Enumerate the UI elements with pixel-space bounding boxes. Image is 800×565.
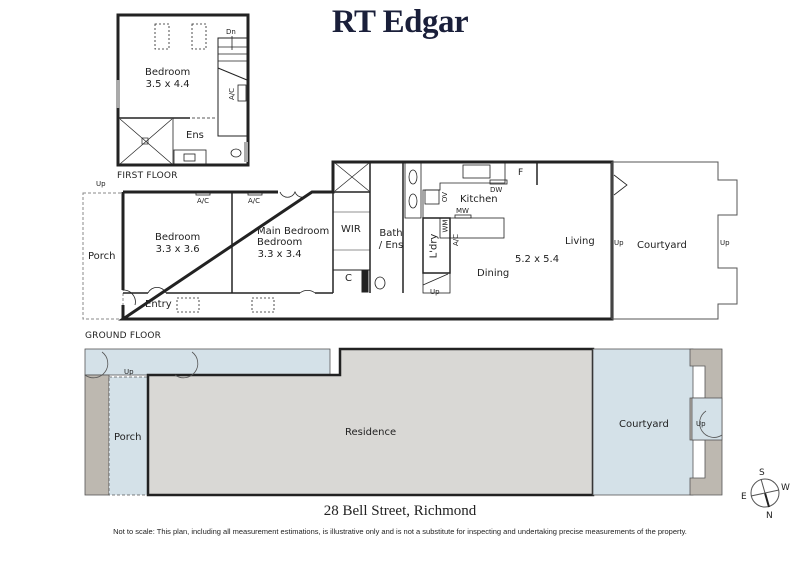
main-bedroom-label: Main Bedroom bbox=[257, 226, 329, 238]
porch-label: Porch bbox=[88, 251, 116, 262]
dw-label: DW bbox=[490, 186, 503, 194]
dining-label: Dining bbox=[477, 268, 510, 279]
laundry-label: L'dry bbox=[428, 233, 440, 259]
living-label: Living bbox=[565, 236, 595, 247]
compass-s: S bbox=[759, 468, 765, 478]
room-name: Main Bedroom bbox=[257, 226, 330, 237]
entry-label: Entry bbox=[145, 299, 172, 310]
mw-label: MW bbox=[456, 207, 469, 215]
gf-courtyard-label: Courtyard bbox=[637, 240, 687, 251]
ff-ac-label: A/C bbox=[228, 87, 237, 101]
ground-floor-caption: GROUND FLOOR bbox=[85, 331, 162, 341]
compass-w: W bbox=[781, 483, 790, 493]
ff-bedroom-label: Bedroom 3.5 x 4.4 bbox=[145, 67, 190, 91]
room-dims: 3.3 x 3.4 bbox=[257, 249, 302, 260]
first-floor-plan bbox=[116, 13, 250, 167]
room-name: Bedroom bbox=[145, 67, 191, 78]
room-dims: 3.3 x 3.6 bbox=[155, 244, 200, 255]
site-residence-label: Residence bbox=[345, 427, 397, 438]
compass-icon bbox=[750, 478, 780, 508]
property-address: 28 Bell Street, Richmond bbox=[323, 503, 477, 519]
disclaimer-text: Not to scale: This plan, including all m… bbox=[113, 527, 687, 536]
bath-ens-label: Bath / Ens bbox=[378, 228, 404, 251]
courtyard-outline bbox=[612, 161, 738, 320]
ac-label-3: A/C bbox=[452, 233, 461, 247]
site-up-courtyard: Up bbox=[696, 420, 706, 428]
ac-label-2: A/C bbox=[248, 197, 261, 205]
up-label-living: Up bbox=[614, 239, 624, 247]
closet-label: C bbox=[345, 273, 352, 284]
up-label-courtyard: Up bbox=[720, 239, 730, 247]
ov-label: OV bbox=[441, 191, 450, 203]
ac-label-1: A/C bbox=[197, 197, 210, 205]
room-dims: 3.5 x 4.4 bbox=[145, 79, 190, 90]
fridge-label: F bbox=[518, 168, 524, 178]
ff-ens-label: Ens bbox=[186, 130, 204, 141]
bedroom-label: Bedroom 3.3 x 3.6 bbox=[155, 232, 200, 256]
up-label-stairs: Up bbox=[430, 288, 440, 296]
living-dims: 5.2 x 5.4 bbox=[515, 254, 560, 265]
wir-label: WIR bbox=[341, 224, 361, 235]
kitchen-label: Kitchen bbox=[460, 194, 498, 205]
room-name: Bedroom bbox=[155, 232, 201, 243]
wm-label: WM bbox=[441, 219, 450, 233]
brand-logo: RT Edgar bbox=[331, 4, 469, 40]
site-plan bbox=[84, 347, 723, 497]
dn-label: Dn bbox=[226, 28, 236, 36]
compass-n: N bbox=[766, 511, 773, 521]
site-courtyard-label: Courtyard bbox=[619, 419, 669, 430]
site-porch-label: Porch bbox=[114, 432, 142, 443]
up-label-porch: Up bbox=[96, 180, 106, 188]
first-floor-caption: FIRST FLOOR bbox=[117, 171, 178, 181]
main-bedroom-label-2: Bedroom 3.3 x 3.4 bbox=[257, 237, 303, 260]
site-up-porch: Up bbox=[124, 368, 134, 376]
compass-e: E bbox=[741, 492, 747, 502]
